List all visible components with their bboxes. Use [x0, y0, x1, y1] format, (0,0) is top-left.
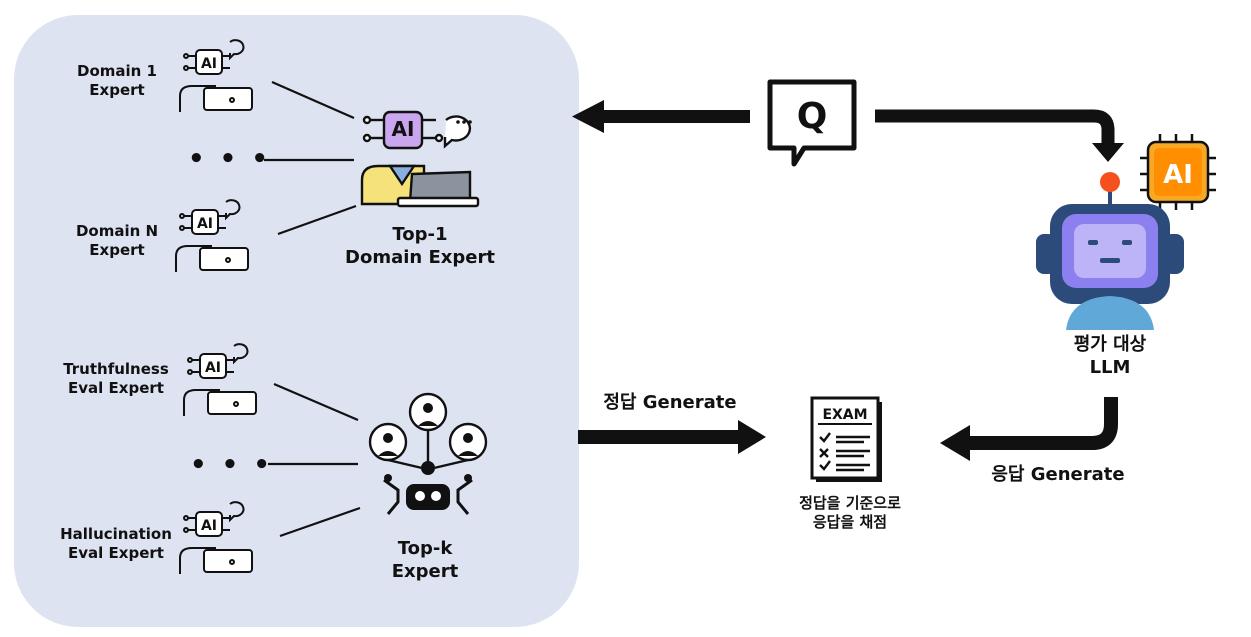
domain-expert-1-icon: AI — [179, 39, 253, 112]
arrow-response-generate — [940, 397, 1118, 461]
domain-ellipsis: • • • — [188, 144, 271, 174]
topk-expert-network-icon — [368, 392, 488, 515]
arrow-answer-generate — [578, 420, 766, 454]
llm-label: 평가 대상 LLM — [1073, 334, 1147, 378]
svg-text:Q: Q — [797, 96, 828, 137]
top1-domain-expert-icon: AI — [360, 110, 480, 208]
line-halluc-to-topk — [279, 506, 361, 538]
top1-domain-expert-label: Top-1 Domain Expert — [345, 224, 495, 268]
svg-text:AI: AI — [201, 56, 217, 72]
line-domain1-to-top1 — [271, 80, 355, 120]
line-domainN-to-top1 — [277, 204, 357, 236]
svg-text:AI: AI — [205, 360, 221, 376]
svg-text:EXAM: EXAM — [822, 407, 867, 423]
svg-text:AI: AI — [201, 518, 217, 534]
expert-pool-panel — [14, 15, 579, 627]
svg-text:AI: AI — [197, 216, 213, 232]
hallucination-expert-label: Hallucination Eval Expert — [60, 525, 172, 562]
hallucination-expert-icon: AI — [179, 501, 253, 574]
answer-generate-label: 정답 Generate — [603, 392, 737, 413]
eval-ellipsis: • • • — [190, 450, 273, 480]
topk-expert-label: Top-k Expert — [391, 538, 459, 582]
response-generate-label: 응답 Generate — [991, 464, 1125, 485]
svg-text:AI: AI — [1163, 160, 1193, 190]
arrow-question-to-llm — [875, 109, 1124, 162]
line-truth-to-topk — [273, 382, 359, 422]
exam-caption: 정답을 기준으로 응답을 채점 — [799, 494, 901, 531]
domain-expert-1-label: Domain 1 Expert — [77, 62, 157, 99]
truthfulness-expert-label: Truthfulness Eval Expert — [63, 360, 169, 397]
exam-sheet-icon: EXAM — [810, 396, 882, 482]
arrow-question-to-experts — [572, 100, 750, 133]
truthfulness-expert-icon: AI — [183, 343, 257, 416]
llm-robot-icon: AI — [1036, 134, 1216, 330]
domain-expert-n-label: Domain N Expert — [75, 222, 159, 259]
domain-expert-n-icon: AI — [175, 199, 249, 272]
question-bubble-icon: Q — [767, 79, 857, 167]
svg-text:AI: AI — [392, 117, 415, 141]
